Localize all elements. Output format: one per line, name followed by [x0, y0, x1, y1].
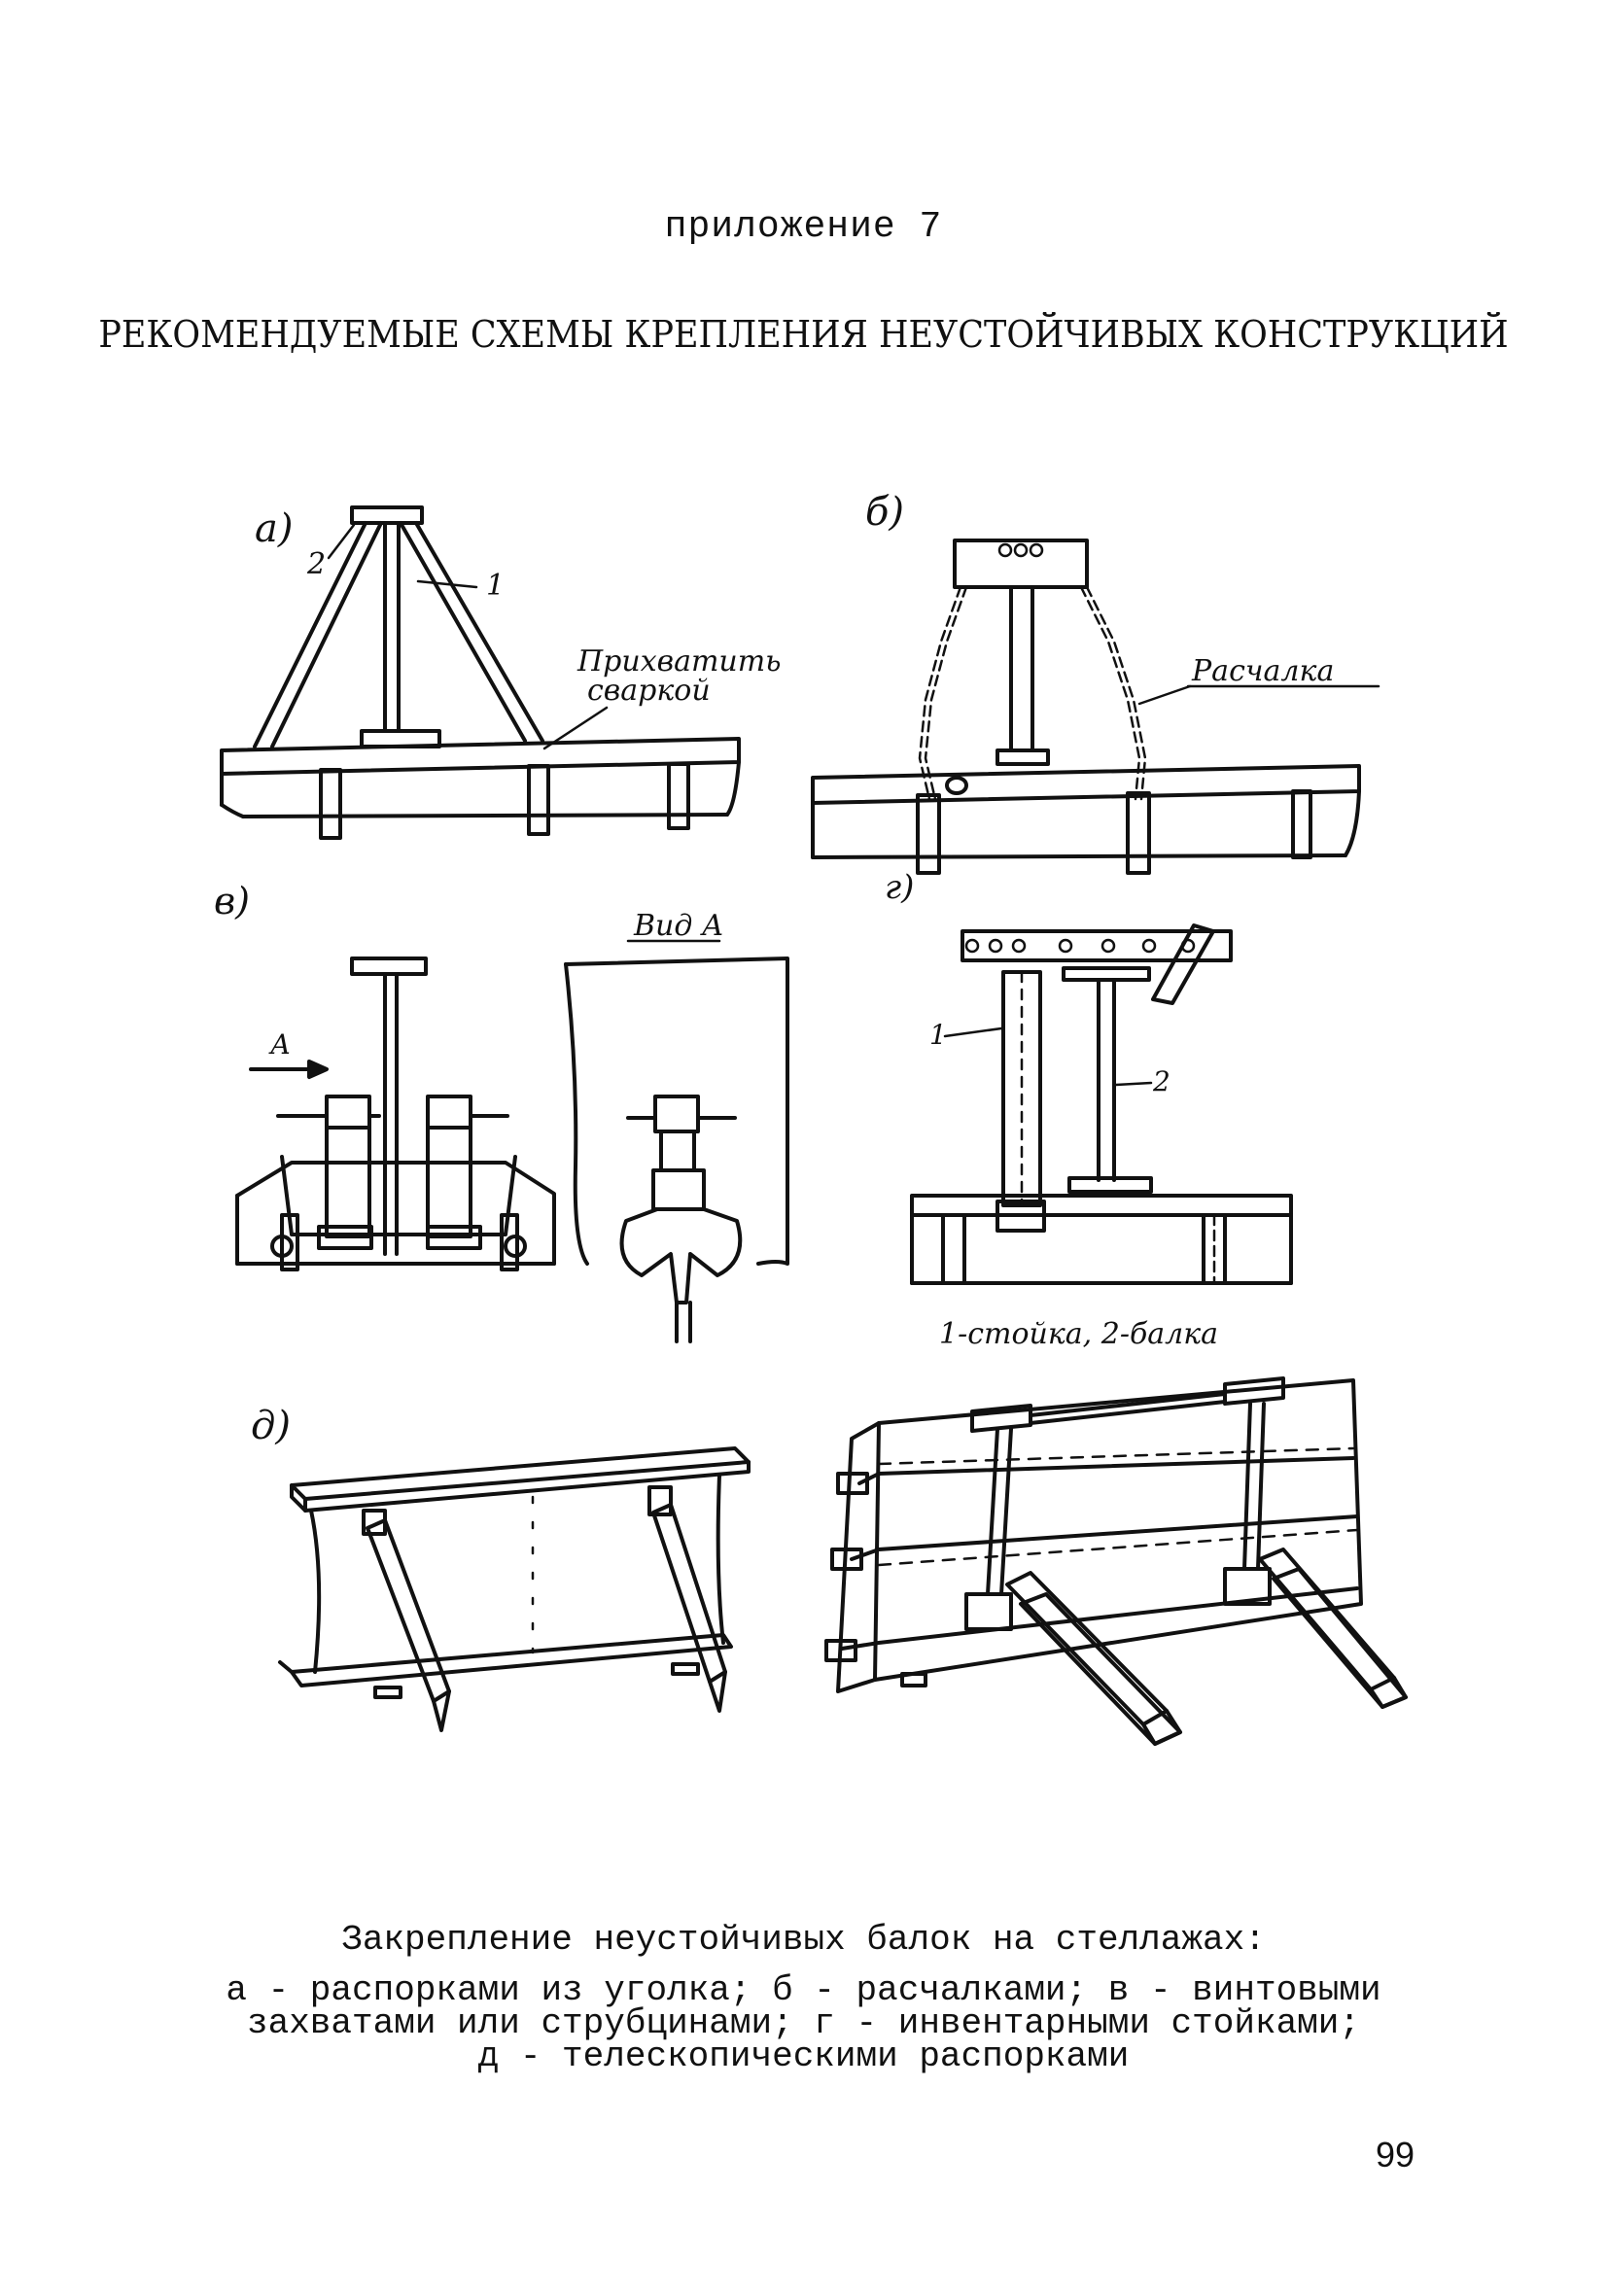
figure-b-drawing: б) Расчалка: [811, 490, 1380, 875]
figure-a-letter: а): [255, 506, 293, 551]
figure-a-note-line1: Прихватить: [576, 644, 782, 678]
figure-g-legend: 1-стойка, 2-балка: [939, 1317, 1218, 1351]
figure-g-callout-2: 2: [1152, 1065, 1170, 1097]
figure-g-callout-1: 1: [929, 1019, 947, 1051]
figure-v-letter: в): [214, 880, 250, 922]
caption-line-1: а - распорками из уголка; б - расчалками…: [226, 1970, 1381, 2010]
figure-g-drawing: г) 1 2 1-стойка, 2-балка: [885, 868, 1293, 1351]
caption-title: Закрепление неустойчивых балок на стелла…: [341, 1920, 1266, 1960]
caption-line-2: захватами или струбцинами; г - инвентарн…: [247, 2003, 1360, 2043]
figure-d-left-drawing: д): [251, 1404, 751, 1732]
figure-d-right-drawing: [824, 1376, 1408, 1746]
figure-a-drawing: а) 2 1 Прихватить сваркой: [220, 505, 782, 840]
figure-v-arrow-label: А: [268, 1028, 291, 1061]
figure-g-letter: г): [885, 868, 914, 907]
page-number: 99: [1376, 2135, 1415, 2174]
figure-a-callout-1: 1: [486, 569, 505, 603]
figure-d-letter: д): [251, 1404, 291, 1448]
page-title: РЕКОМЕНДУЕМЫЕ СХЕМЫ КРЕПЛЕНИЯ НЕУСТОЙЧИВ…: [98, 313, 1509, 356]
figure-v-view-label: Вид А: [633, 909, 724, 943]
figure-a-callout-2: 2: [306, 547, 326, 581]
appendix-heading: приложение 7: [664, 206, 943, 248]
figure-a-note-line2: сваркой: [587, 674, 711, 708]
figure-v-view-a: Вид А: [564, 909, 789, 1343]
figure-b-note: Расчалка: [1191, 654, 1334, 688]
caption-line-3: д - телескопическими распорками: [477, 2036, 1130, 2076]
figure-b-letter: б): [865, 490, 904, 535]
figure-v-drawing: в) А: [214, 880, 556, 1271]
